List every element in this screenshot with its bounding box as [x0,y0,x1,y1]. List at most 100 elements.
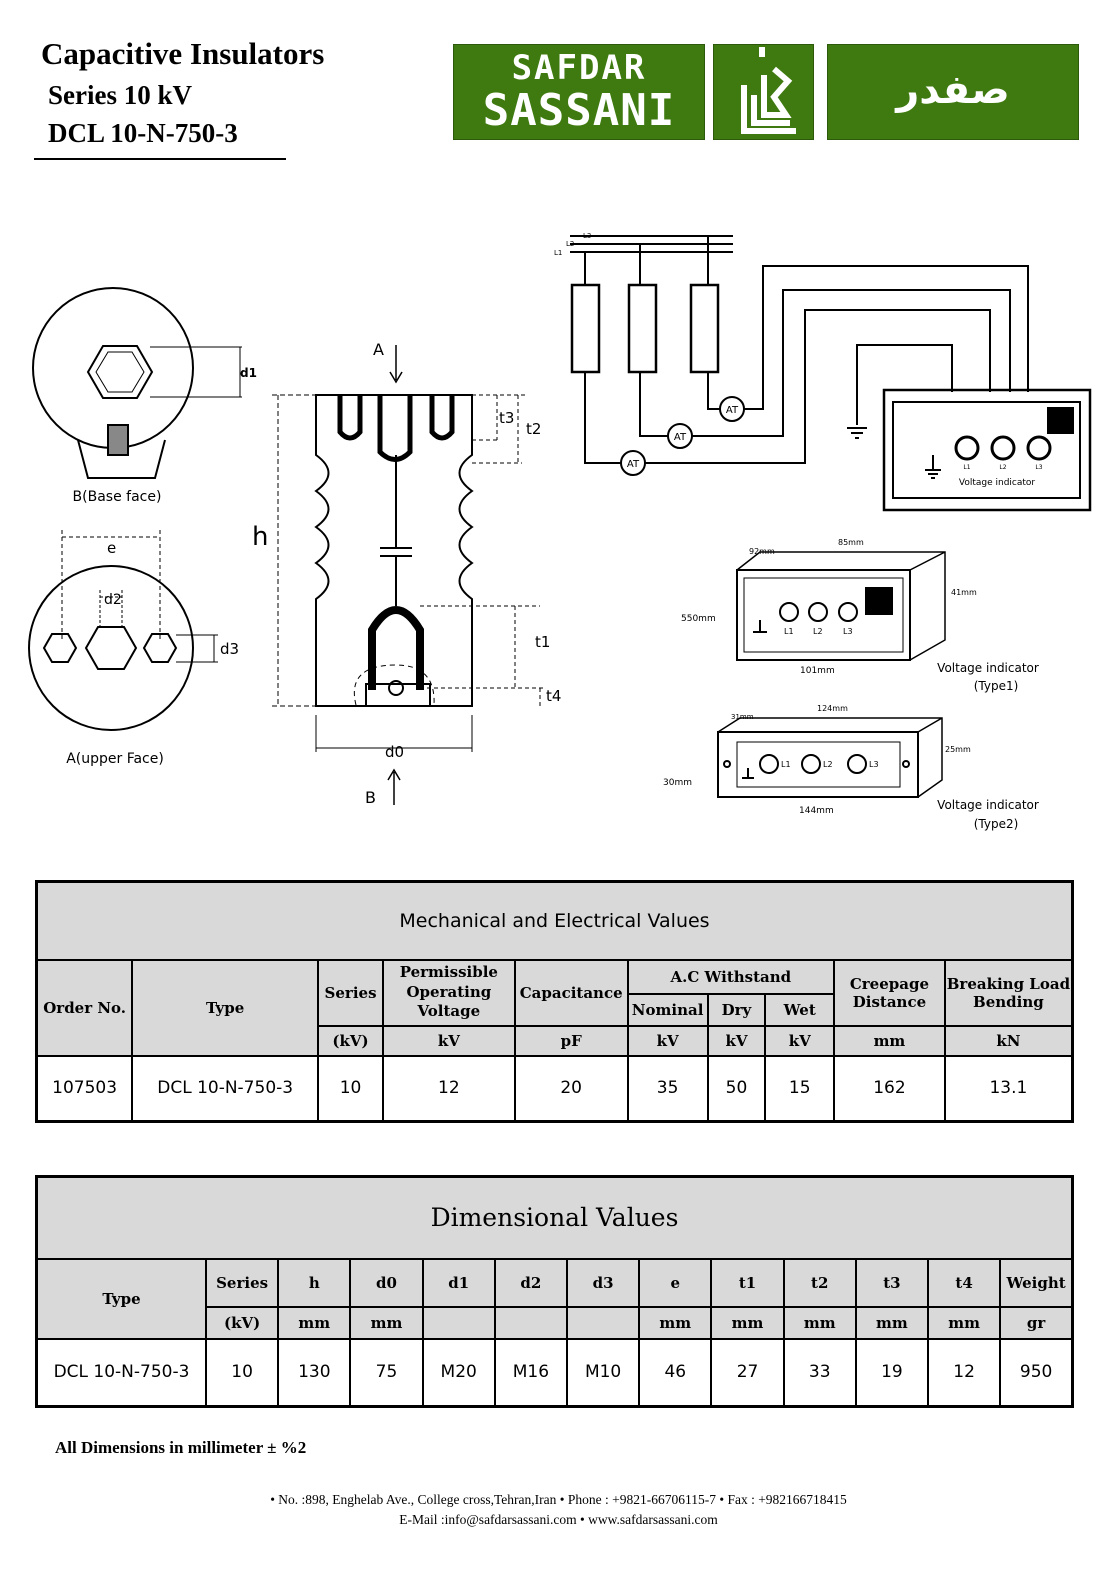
col-type: Type [131,958,320,1057]
cell-type: DCL 10-N-750-3 [35,1337,207,1408]
col-nominal: Nominal [626,992,709,1027]
type1-caption-sub: (Type1) [974,679,1019,693]
col-d3: d3 [565,1257,641,1308]
unit-cell: mm [349,1305,424,1340]
col-creepage: Creepage Distance [833,958,946,1027]
dim-t1: t1 [535,633,550,651]
unit-cell [565,1305,641,1340]
col-d1: d1 [421,1257,496,1308]
cell-wet: 15 [764,1054,836,1123]
type1-terminal: L3 [843,627,853,636]
col-t4: t4 [927,1257,1002,1308]
cell-series: 10 [204,1337,280,1408]
dim-t4: t4 [546,687,561,705]
cell-d0: 75 [349,1337,424,1408]
mechanical-electrical-table: Mechanical and Electrical Values Order N… [35,880,1074,1123]
logo-line1: SAFDAR [511,48,647,88]
terminal-label: L3 [1035,464,1042,471]
arrow-a-label: A [373,340,384,359]
col-t1: t1 [710,1257,785,1308]
table-row: DCL 10-N-750-3 10 130 75 M20 M16 M10 46 … [35,1337,1074,1408]
line-l1-label: L1 [554,249,562,257]
unit-cell [421,1305,496,1340]
type2-left: 30mm [663,778,692,788]
dim-t3: t3 [499,409,514,427]
dim-h: h [252,522,268,552]
cell-d3: M10 [565,1337,641,1408]
type1-terminal: L2 [813,627,823,636]
type1-bottom: 101mm [800,666,835,676]
type2-terminal: L1 [781,760,791,769]
type2-height: 25mm [945,745,971,754]
logo-arabic: صفدر ساسانی [827,44,1079,203]
terminal-label: L2 [999,464,1006,471]
cell-d1: M20 [421,1337,496,1408]
col-series: Series [317,958,384,1027]
col-breaking-load: Breaking Load Bending [943,958,1074,1027]
cell-t1: 27 [710,1337,785,1408]
cell-order-no: 107503 [35,1054,134,1123]
col-e: e [638,1257,713,1308]
type1-height: 41mm [951,588,977,597]
type2-width-top: 124mm [817,704,848,713]
unit-cell: mm [927,1305,1002,1340]
type1-caption: Voltage indicator [937,661,1039,675]
footer-contact: E-Mail :info@safdarsassani.com • www.saf… [399,1512,718,1527]
table-title: Dimensional Values [35,1175,1074,1260]
col-t3: t3 [854,1257,930,1308]
series-subtitle: Series 10 kV [48,80,192,110]
unit-cell: kN [943,1024,1074,1057]
col-pov: Permissible Operating Voltage [381,958,516,1027]
cell-t4: 12 [927,1337,1002,1408]
base-face-drawing [32,287,242,479]
unit-cell: (kV) [317,1024,384,1057]
cell-type: DCL 10-N-750-3 [131,1054,320,1123]
unit-cell: mm [638,1305,713,1340]
cell-breaking-load: 13.1 [943,1054,1074,1123]
table-title: Mechanical and Electrical Values [35,880,1074,961]
cell-e: 46 [638,1337,713,1408]
type2-bottom: 144mm [799,806,834,816]
arrow-b-label: B [365,788,376,807]
col-series: Series [204,1257,280,1308]
unit-cell: kV [764,1024,836,1057]
document-title: Capacitive Insulators [41,36,325,71]
col-d0: d0 [349,1257,424,1308]
technical-drawings: B(Base face) A(upper Face) d1 d2 d3 e h … [28,232,1092,831]
at-label: AT [674,432,687,443]
cell-nominal: 35 [626,1054,709,1123]
type1-depth: 92mm [749,547,775,556]
type1-width-top: 85mm [838,538,864,547]
type2-caption-sub: (Type2) [974,817,1019,831]
type2-terminal: L3 [869,760,879,769]
base-face-label: B(Base face) [73,489,162,505]
unit-cell: gr [999,1305,1074,1340]
col-type: Type [35,1257,207,1340]
wiring-schematic [570,235,1092,512]
unit-cell: kV [706,1024,767,1057]
cell-capacitance: 20 [513,1054,629,1123]
col-h: h [277,1257,352,1308]
type2-caption: Voltage indicator [937,798,1039,812]
cell-pov: 12 [381,1054,516,1123]
col-t2: t2 [782,1257,857,1308]
upper-face-label: A(upper Face) [66,751,164,767]
type1-left: 550mm [681,614,716,624]
cell-creepage: 162 [833,1054,946,1123]
indicator-label: Voltage indicator [959,478,1036,488]
unit-cell [493,1305,569,1340]
logo-emblem-icon [741,47,796,134]
col-dry: Dry [706,992,767,1027]
cell-t2: 33 [782,1337,857,1408]
cell-t3: 19 [854,1337,930,1408]
logo-latin: SAFDAR SASSANI [453,44,705,140]
logo-emblem [713,44,814,140]
dim-d2: d2 [104,592,122,608]
dim-t2: t2 [526,420,541,438]
title-divider [34,158,286,160]
terminal-label: L1 [963,464,970,471]
dim-d0: d0 [385,743,404,761]
unit-cell: kV [381,1024,516,1057]
col-weight: Weight [999,1257,1074,1308]
cell-h: 130 [277,1337,352,1408]
